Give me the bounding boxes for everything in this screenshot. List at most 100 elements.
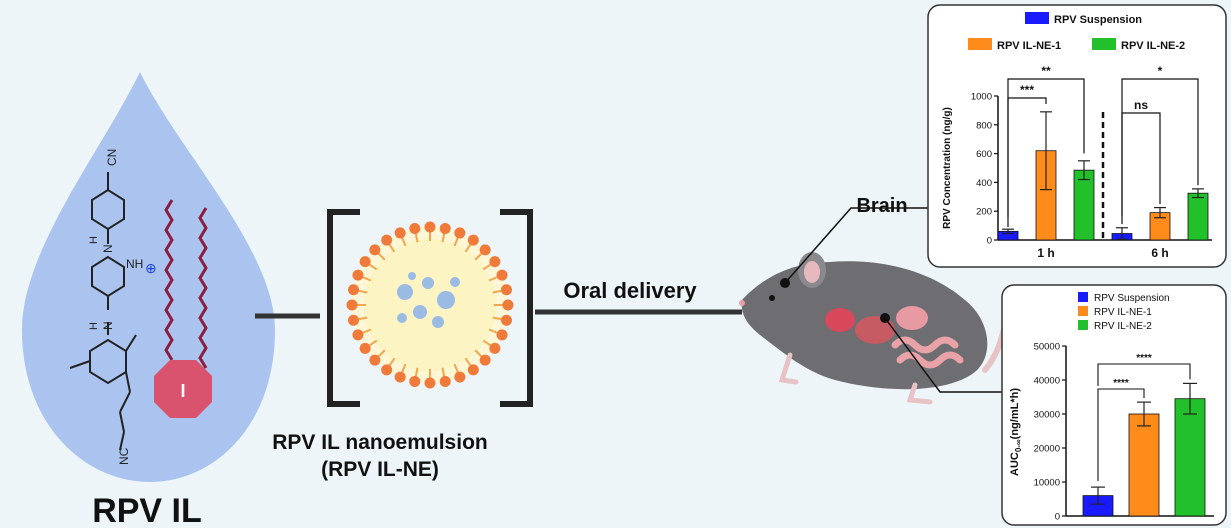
significance-label: ****: [1136, 353, 1152, 364]
y-tick-label: 600: [976, 149, 992, 160]
right-bracket: [500, 209, 533, 407]
surfactant-head: [394, 371, 406, 383]
mouse-illustration: Brain: [739, 195, 1078, 405]
significance-label: ***: [1020, 83, 1034, 97]
iodide-anion-octagon: [154, 360, 212, 418]
y-tick-label: 0: [1055, 512, 1060, 523]
y-tick-label: 1000: [971, 92, 992, 103]
surfactant-head: [439, 222, 451, 234]
surfactant-head: [352, 269, 364, 281]
surfactant-head: [502, 299, 514, 311]
mouse-organ-stomach: [896, 306, 928, 330]
nanoemulsion-panel: RPV IL nanoemulsion (RPV IL-NE): [272, 209, 533, 481]
surfactant-head: [501, 314, 513, 326]
surfactant-head: [479, 244, 491, 256]
legend-swatch: [1078, 292, 1088, 302]
surfactant-head: [496, 269, 508, 281]
ring-nh-label: NH: [126, 257, 143, 271]
chart2-frame: [1001, 284, 1227, 526]
nh-n-label-2: N: [101, 321, 115, 330]
y-axis-label: AUC0-∞(ng/mL*h): [1009, 388, 1023, 476]
bar: [1174, 398, 1206, 517]
surfactant-head: [424, 221, 436, 233]
surfactant-head: [369, 354, 381, 366]
y-tick-label: 20000: [1034, 444, 1060, 455]
legend-swatch: [1025, 12, 1049, 24]
bar: [1187, 192, 1209, 241]
nanoemulsion-droplet: [346, 221, 514, 389]
surfactant-head: [409, 376, 421, 388]
surfactant-head: [381, 234, 393, 246]
legend-swatch: [1092, 38, 1116, 50]
anion-label: I: [180, 381, 185, 401]
nanoemulsion-label-line1: RPV IL nanoemulsion: [272, 431, 487, 454]
significance-label: ****: [1113, 378, 1129, 389]
nh-n-label-1: N: [101, 244, 115, 253]
mouse-hind-leg: [906, 382, 933, 405]
y-tick-label: 50000: [1034, 342, 1060, 353]
rilpivirine-cation-structure: [69, 172, 137, 451]
bar: [1128, 413, 1160, 517]
surfactant-head: [346, 299, 358, 311]
droplet-shape: [22, 72, 275, 482]
surfactant-head: [454, 227, 466, 239]
mouse-front-leg: [778, 352, 799, 385]
significance-bracket: [1121, 78, 1199, 217]
legend-label: RPV IL-NE-1: [1094, 307, 1152, 318]
significance-bracket: [1007, 78, 1085, 218]
legend-swatch: [1078, 320, 1088, 330]
significance-label: *: [1158, 64, 1163, 78]
legend-label: RPV IL-NE-2: [1094, 321, 1152, 332]
nitrile-top-label: CN: [105, 149, 119, 166]
surfactant-head: [489, 342, 501, 354]
mouse-eye: [769, 295, 775, 301]
plasma-callout-line: [884, 317, 1002, 393]
nh-h-label-1: H: [88, 236, 100, 244]
y-tick-label: 30000: [1034, 410, 1060, 421]
surfactant-head: [359, 342, 371, 354]
legend-label: RPV Suspension: [1054, 14, 1142, 26]
surfactant-head: [496, 329, 508, 341]
y-tick-label: 200: [976, 207, 992, 218]
mouse-organ-heart: [825, 308, 855, 332]
y-axis-label: RPV Concentration (ng/g): [942, 107, 953, 229]
rpv-il-title: RPV IL: [92, 492, 202, 528]
y-tick-label: 10000: [1034, 478, 1060, 489]
surfactant-head: [467, 234, 479, 246]
drug-droplet: [422, 277, 434, 289]
y-tick-label: 400: [976, 178, 992, 189]
surfactant-head: [352, 329, 364, 341]
surfactant-head: [479, 354, 491, 366]
legend-label: RPV Suspension: [1094, 293, 1170, 304]
brain-callout-line: [784, 207, 928, 284]
surfactant-head: [467, 364, 479, 376]
surfactant-head: [394, 227, 406, 239]
legend-swatch: [968, 38, 992, 50]
y-tick-label: 40000: [1034, 376, 1060, 387]
surfactant-head: [409, 222, 421, 234]
drug-droplet: [397, 284, 413, 300]
nitrile-bottom-label: NC: [117, 447, 131, 465]
alkyl-chain-right: [198, 207, 208, 369]
nanoemulsion-label-line2: (RPV IL-NE): [321, 458, 439, 481]
nh-h-label-2: H: [88, 322, 100, 330]
surfactant-head: [347, 314, 359, 326]
brain-label: Brain: [856, 195, 907, 217]
significance-bracket: [1097, 388, 1145, 482]
surfactant-head: [381, 364, 393, 376]
legend-swatch: [1078, 306, 1088, 316]
drug-droplet: [408, 272, 416, 280]
surfactant-head: [347, 284, 359, 296]
positive-charge: ⊕: [145, 260, 157, 276]
bar: [1073, 169, 1095, 241]
legend-label: RPV IL-NE-2: [1121, 40, 1185, 52]
drug-droplet: [413, 305, 427, 319]
y-tick-label: 0: [987, 236, 992, 247]
oral-delivery-label: Oral delivery: [563, 278, 697, 303]
surfactant-head: [359, 256, 371, 268]
left-bracket: [327, 209, 360, 407]
